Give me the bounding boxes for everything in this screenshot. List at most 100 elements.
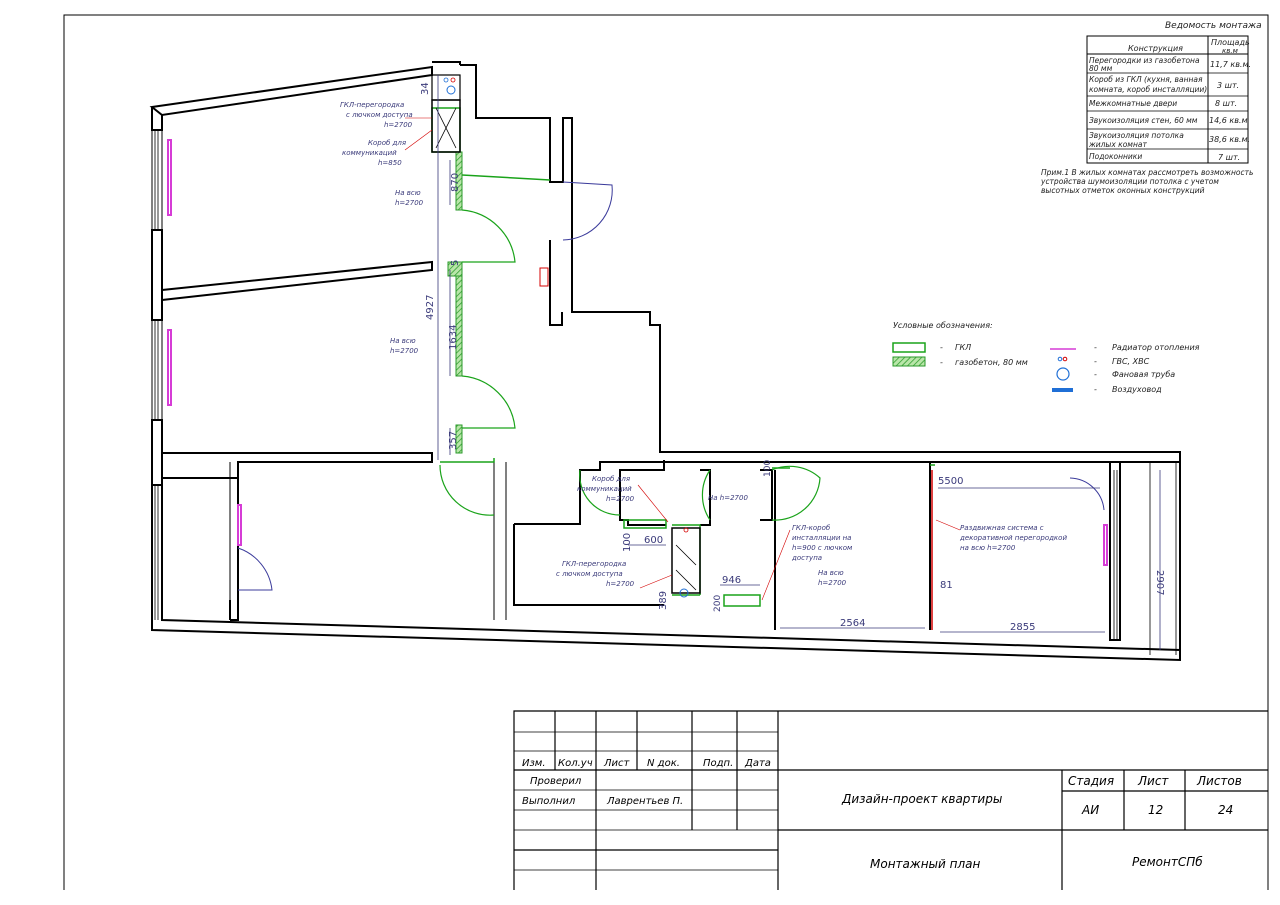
door xyxy=(237,181,1105,591)
dimension-label: 1634 xyxy=(448,325,459,350)
annotation: h=2700 xyxy=(606,580,635,588)
sheet-frame xyxy=(63,14,1269,890)
floor-plan: 34 870 5 4927 1634 357 100 600 100 389 2… xyxy=(149,61,1181,662)
legend-dash: - xyxy=(940,343,943,352)
dimension-label: 100 xyxy=(763,460,773,477)
annotation: инсталляции на xyxy=(792,534,851,542)
legend-dash: - xyxy=(1094,385,1097,394)
project-title: Дизайн-проект квартиры xyxy=(841,792,1002,806)
leader-lines xyxy=(404,117,961,601)
aerated-partition xyxy=(447,151,463,454)
legend-fan-pipe-icon xyxy=(1056,367,1070,381)
annotation: коммуникаций xyxy=(577,485,632,493)
legend-aerated-swatch xyxy=(892,356,926,367)
footnote-line: устройства шумоизоляции потолка с учетом xyxy=(1040,177,1219,186)
annotation: На всю xyxy=(390,337,416,345)
legend-title: Условные обозначения: xyxy=(893,321,993,330)
dimension-label: 81 xyxy=(940,580,953,591)
dimension-label: 34 xyxy=(420,82,431,95)
legend-gkl-swatch xyxy=(892,342,926,353)
company-name: РемонтСПб xyxy=(1132,855,1203,869)
dimension-label: 5500 xyxy=(938,476,963,487)
dimension-label: 946 xyxy=(722,575,741,586)
dimension-label: 2907 xyxy=(1154,570,1165,595)
legend-label-gkl: ГКЛ xyxy=(955,343,971,352)
statement-table: Ведомость монтажа Конструкция Площадь кв… xyxy=(1040,21,1262,195)
annotation: декоративной перегородкой xyxy=(959,534,1067,542)
door xyxy=(439,209,821,521)
table-header-unit: кв.м xyxy=(1222,47,1239,55)
legend-label-aerated: газобетон, 80 мм xyxy=(955,358,1028,367)
radiator xyxy=(167,139,1108,566)
dimension-label: 2564 xyxy=(840,618,865,629)
table-row-name: Короб из ГКЛ (кухня, ванная xyxy=(1089,75,1203,84)
annotation: h=2700 xyxy=(384,121,413,129)
annotation: h=900 с лючком xyxy=(792,544,853,552)
title-col-ndok: N док. xyxy=(647,758,680,769)
annotation: h=2700 xyxy=(818,579,847,587)
table-row-value: 8 шт. xyxy=(1215,99,1237,108)
annotation: h=2700 xyxy=(390,347,419,355)
table-row-value: 14,6 кв.м xyxy=(1209,116,1247,125)
annotation: с лючком доступа xyxy=(556,570,623,578)
legend-dash: - xyxy=(1094,343,1097,352)
title-col-izm: Изм. xyxy=(522,758,546,769)
title-col-data: Дата xyxy=(744,758,771,769)
sheets-label: Листов xyxy=(1196,774,1242,788)
checked-label: Проверил xyxy=(530,776,582,787)
legend-label-water: ГВС, ХВС xyxy=(1112,357,1150,366)
table-row-name: 80 мм xyxy=(1089,64,1113,73)
dimension-lines xyxy=(437,75,1161,650)
sheet-title: Монтажный план xyxy=(870,857,980,871)
dimension-label: 600 xyxy=(644,535,663,546)
legend-label-radiator: Радиатор отопления xyxy=(1112,343,1200,352)
annotation: h=2700 xyxy=(395,199,424,207)
table-row-value: 38,6 кв.м. xyxy=(1209,135,1250,144)
sheets-value: 24 xyxy=(1218,803,1233,817)
dimension-label: 2855 xyxy=(1010,622,1035,633)
annotation: h=850 xyxy=(378,159,402,167)
annotation: Короб для xyxy=(368,139,406,147)
dimension-label: 4927 xyxy=(425,295,436,320)
legend-duct-swatch xyxy=(1052,388,1073,392)
footnote-line: высотных отметок оконных конструкций xyxy=(1041,186,1205,195)
stage-value: АИ xyxy=(1081,803,1099,817)
stage-label: Стадия xyxy=(1068,774,1114,788)
table-row-name: Межкомнатные двери xyxy=(1089,99,1177,108)
annotation: на всю h=2700 xyxy=(960,544,1016,552)
gkl-partition xyxy=(431,107,935,607)
annotation: ГКЛ-перегородка xyxy=(340,101,404,109)
table-row-name: Подоконники xyxy=(1089,152,1142,161)
annotation: ГКЛ-перегородка xyxy=(562,560,626,568)
sheet-value: 12 xyxy=(1148,803,1163,817)
table-row-name: Перегородки из газобетона xyxy=(1089,56,1200,65)
table-row-name: Звукоизоляция стен, 60 мм xyxy=(1089,116,1198,125)
title-col-kol: Кол.уч xyxy=(558,758,593,769)
annotation: Раздвижная система с xyxy=(960,524,1044,532)
table-header-area: Площадь xyxy=(1211,38,1250,47)
annotation: с лючком доступа xyxy=(346,111,413,119)
performer-name: Лаврентьев П. xyxy=(606,796,683,807)
title-block: Изм. Кол.уч Лист N док. Подп. Дата Прове… xyxy=(513,710,1268,890)
legend: Условные обозначения: - ГКЛ - газобетон,… xyxy=(892,321,1200,394)
annotation: h=2700 xyxy=(606,495,635,503)
legend-dash: - xyxy=(940,358,943,367)
annotation: На h=2700 xyxy=(708,494,748,502)
dimension-label: 100 xyxy=(622,533,633,552)
table-row-value: 7 шт. xyxy=(1218,153,1240,162)
dimension-label: 5 xyxy=(450,260,461,266)
annotation: На всю xyxy=(395,189,421,197)
legend-label-duct: Воздуховод xyxy=(1112,385,1162,394)
legend-label-fan-pipe: Фановая труба xyxy=(1112,370,1175,379)
sheet-label: Лист xyxy=(1137,774,1169,788)
annotation: доступа xyxy=(791,554,822,562)
annotation: Короб для xyxy=(592,475,630,483)
legend-dash: - xyxy=(1094,357,1097,366)
table-row-name: комната, короб инсталляции) xyxy=(1089,85,1207,94)
legend-water-icon xyxy=(1057,356,1063,362)
dimension-label: 870 xyxy=(450,173,461,192)
legend-water-icon xyxy=(1062,356,1068,362)
legend-dash: - xyxy=(1094,370,1097,379)
annotation: ГКЛ-короб xyxy=(792,524,831,532)
